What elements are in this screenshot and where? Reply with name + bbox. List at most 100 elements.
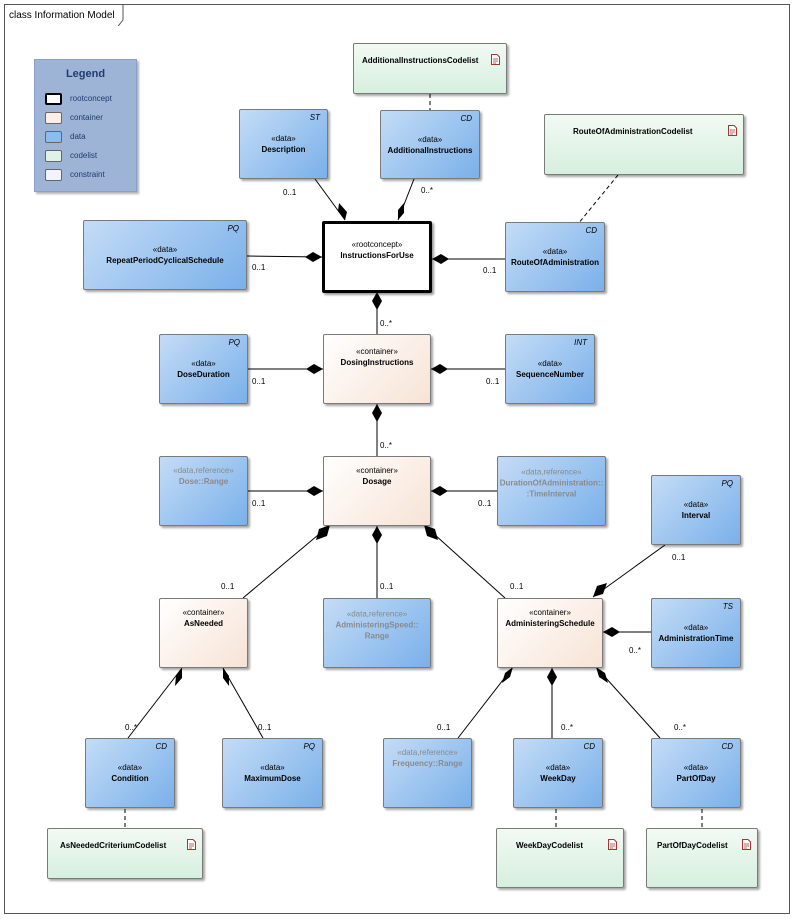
codelist-as-needed-criterium[interactable]: AsNeededCriteriumCodelist (47, 828, 203, 879)
multiplicity-additional: 0..* (421, 186, 434, 195)
legend-swatch-rootconcept (45, 93, 62, 105)
stereotype: «data,reference» (521, 467, 582, 477)
stereotype: «container» (182, 608, 225, 618)
class-name: AdministeringSpeed:: (335, 620, 419, 630)
class-week-day[interactable]: CD «data» WeekDay (513, 738, 603, 808)
multiplicity-doserange: 0..1 (252, 499, 266, 508)
multiplicity-sequence: 0..1 (486, 377, 500, 386)
stereotype: «data» (260, 763, 285, 772)
codelist-week-day[interactable]: WeekDayCodelist (496, 828, 624, 888)
diagram-title-tab (4, 4, 124, 26)
stereotype: «data» (152, 245, 178, 254)
multiplicity-repeat: 0..1 (252, 263, 266, 272)
stereotype: «data» (542, 247, 568, 256)
multiplicity-partofday: 0..* (674, 723, 687, 732)
datatype-tag: CD (583, 742, 595, 751)
stereotype: «data,reference» (346, 609, 408, 619)
stereotype: «rootconcept» (351, 240, 403, 250)
stereotype: «data» (117, 763, 143, 772)
codelist-icon (728, 125, 737, 136)
class-route-of-administration[interactable]: CD «data» RouteOfAdministration (505, 222, 605, 292)
class-name: AdministeringSchedule (505, 619, 595, 629)
class-description[interactable]: ST «data»Description (239, 109, 328, 179)
class-name: SequenceNumber (515, 370, 585, 379)
datatype-tag: ST (309, 113, 320, 122)
codelist-part-of-day[interactable]: PartOfDayCodelist (646, 828, 758, 888)
class-sequence-number[interactable]: INT «data»SequenceNumber (505, 334, 595, 404)
class-name: PartOfDayCodelist (657, 841, 728, 850)
codelist-icon (491, 54, 500, 65)
multiplicity-maxdose: 0..1 (258, 723, 272, 732)
multiplicity-admintime: 0..* (629, 646, 642, 655)
legend-swatch-constraint (45, 169, 62, 181)
codelist-icon (187, 839, 196, 850)
legend-swatch-codelist (45, 150, 62, 162)
class-part-of-day[interactable]: CD «data» PartOfDay (651, 738, 741, 808)
datatype-tag: CD (721, 742, 733, 751)
class-administering-schedule[interactable]: «container»AdministeringSchedule (497, 598, 603, 668)
class-name: Description (261, 145, 306, 154)
stereotype: «data» (191, 359, 216, 368)
codelist-icon (742, 839, 751, 850)
stereotype: «data» (683, 500, 709, 509)
legend-label: container (70, 113, 103, 122)
composition-diamonds (175, 203, 620, 686)
stereotype: «data,reference» (397, 748, 458, 758)
class-condition[interactable]: CD «data»Condition (85, 738, 175, 808)
class-dose-range[interactable]: «data,reference»Dose::Range (159, 456, 248, 526)
class-name: Dosage (362, 477, 392, 487)
multiplicity-schedule: 0..1 (510, 582, 524, 591)
multiplicity-frequency: 0..1 (437, 723, 451, 732)
multiplicity-asneeded: 0..1 (221, 582, 235, 591)
class-additional-instructions[interactable]: CD «data»AdditionalInstructions (380, 110, 480, 179)
class-interval[interactable]: PQ «data»Interval (651, 475, 741, 545)
class-name: InstructionsForUse (340, 251, 414, 261)
class-name: RouteOfAdministrationCodelist (573, 127, 693, 136)
datatype-tag: PQ (228, 338, 240, 347)
class-instructions-for-use[interactable]: «rootconcept»InstructionsForUse (322, 221, 432, 293)
class-repeat-period-cyclical-schedule[interactable]: PQ «data»RepeatPeriodCyclicalSchedule (83, 220, 247, 290)
class-frequency-range[interactable]: «data,reference»Frequency::Range (383, 738, 472, 808)
multiplicity-condition: 0..* (125, 723, 138, 732)
class-name: RouteOfAdministration (511, 258, 599, 267)
stereotype: «container» (529, 608, 571, 618)
legend-swatch-container (45, 112, 62, 124)
datatype-tag: CD (585, 226, 597, 235)
class-dose-duration[interactable]: PQ «data»DoseDuration (159, 334, 248, 404)
class-name: AdministrationTime (658, 634, 734, 643)
codelist-additional-instructions[interactable]: AdditionalInstructionsCodelist (353, 43, 507, 94)
stereotype: «data» (683, 763, 709, 772)
class-name: Frequency::Range (392, 759, 463, 769)
class-name: AsNeededCriteriumCodelist (60, 841, 167, 850)
multiplicity-interval: 0..1 (672, 553, 686, 562)
stereotype: «container» (356, 466, 398, 476)
stereotype: «data,reference» (173, 466, 234, 476)
datatype-tag: INT (574, 338, 587, 347)
class-maximum-dose[interactable]: PQ «data»MaximumDose (222, 738, 323, 808)
class-name: WeekDay (540, 774, 576, 783)
datatype-tag: PQ (303, 742, 315, 751)
class-name: PartOfDay (676, 774, 716, 783)
stereotype: «data» (545, 763, 571, 772)
multiplicity-dosing: 0..* (380, 319, 393, 328)
class-dosage[interactable]: «container»Dosage (323, 456, 431, 526)
class-administration-time[interactable]: TS «data» AdministrationTime (651, 598, 741, 668)
class-as-needed[interactable]: «container»AsNeeded (159, 598, 248, 668)
stereotype: «data» (683, 623, 709, 632)
datatype-tag: PQ (227, 224, 239, 233)
multiplicity-route: 0..1 (483, 266, 497, 275)
class-duration-of-administration[interactable]: «data,reference»DurationOfAdministration… (497, 456, 606, 526)
codelist-icon (608, 839, 617, 850)
datatype-tag: TS (722, 602, 733, 611)
multiplicity-dosage: 0..* (380, 441, 393, 450)
legend-label: codelist (70, 151, 98, 160)
multiplicity-weekday: 0..* (561, 723, 574, 732)
class-name-continued: Range (364, 631, 390, 641)
class-name: AdditionalInstructions (387, 145, 473, 155)
codelist-route-of-administration[interactable]: RouteOfAdministrationCodelist (544, 114, 744, 175)
class-dosing-instructions[interactable]: «container»DosingInstructions (323, 334, 431, 404)
class-administering-speed[interactable]: «data,reference»AdministeringSpeed::Rang… (323, 598, 431, 668)
class-name: Interval (681, 511, 711, 520)
multiplicity-speed: 0..1 (380, 582, 394, 591)
